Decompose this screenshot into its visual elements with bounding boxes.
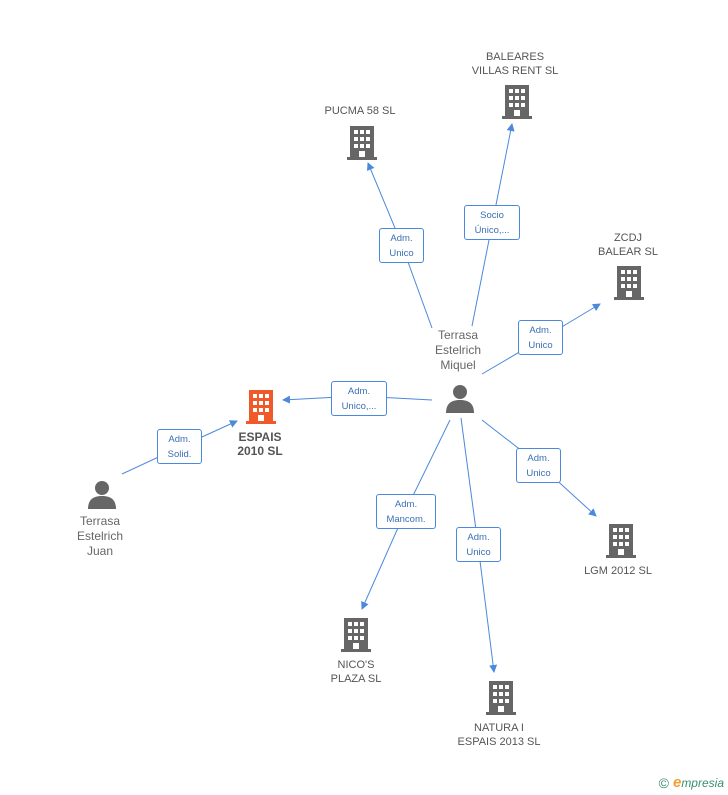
building-icon[interactable] xyxy=(347,126,377,160)
node-label-natura[interactable]: NATURA I ESPAIS 2013 SL xyxy=(457,722,541,748)
node-label-lgm[interactable]: LGM 2012 SL xyxy=(584,565,652,577)
edge-label-juan: Adm. Solid. xyxy=(157,429,202,464)
edge-label-natura: Adm. Unico xyxy=(456,527,501,562)
node-label-zcdj[interactable]: ZCDJ BALEAR SL xyxy=(598,232,658,258)
edge-label-zcdj: Adm. Unico xyxy=(518,320,563,355)
node-label-juan[interactable]: Terrasa Estelrich Juan xyxy=(76,514,123,558)
node-label-miquel[interactable]: Terrasa Estelrich Miquel xyxy=(434,328,481,372)
brand-footer[interactable]: © empresia xyxy=(659,774,724,791)
edge-label-nicos: Adm. Mancom. xyxy=(376,494,436,529)
person-icon[interactable] xyxy=(87,480,117,509)
building-icon[interactable] xyxy=(486,681,516,715)
person-icon[interactable] xyxy=(445,384,475,413)
edge-label-baleares: Socio Único,... xyxy=(464,205,520,240)
node-label-nicos[interactable]: NICO'S PLAZA SL xyxy=(330,659,382,685)
brand-logo[interactable]: empresia xyxy=(672,774,724,791)
edge-label-pucma: Adm. Unico xyxy=(379,228,424,263)
copyright-symbol: © xyxy=(658,774,669,791)
node-label-main[interactable]: ESPAIS 2010 SL xyxy=(237,430,283,458)
node-label-pucma[interactable]: PUCMA 58 SL xyxy=(324,105,396,117)
edge-label-main: Adm. Unico,... xyxy=(331,381,387,416)
building-icon[interactable] xyxy=(606,524,636,558)
building-icon[interactable] xyxy=(341,618,371,652)
node-label-baleares[interactable]: BALEARES VILLAS RENT SL xyxy=(471,51,559,77)
edge-label-lgm: Adm. Unico xyxy=(516,448,561,483)
building-icon[interactable] xyxy=(614,266,644,300)
main-building-icon[interactable] xyxy=(246,390,276,424)
building-icon[interactable] xyxy=(502,85,532,119)
